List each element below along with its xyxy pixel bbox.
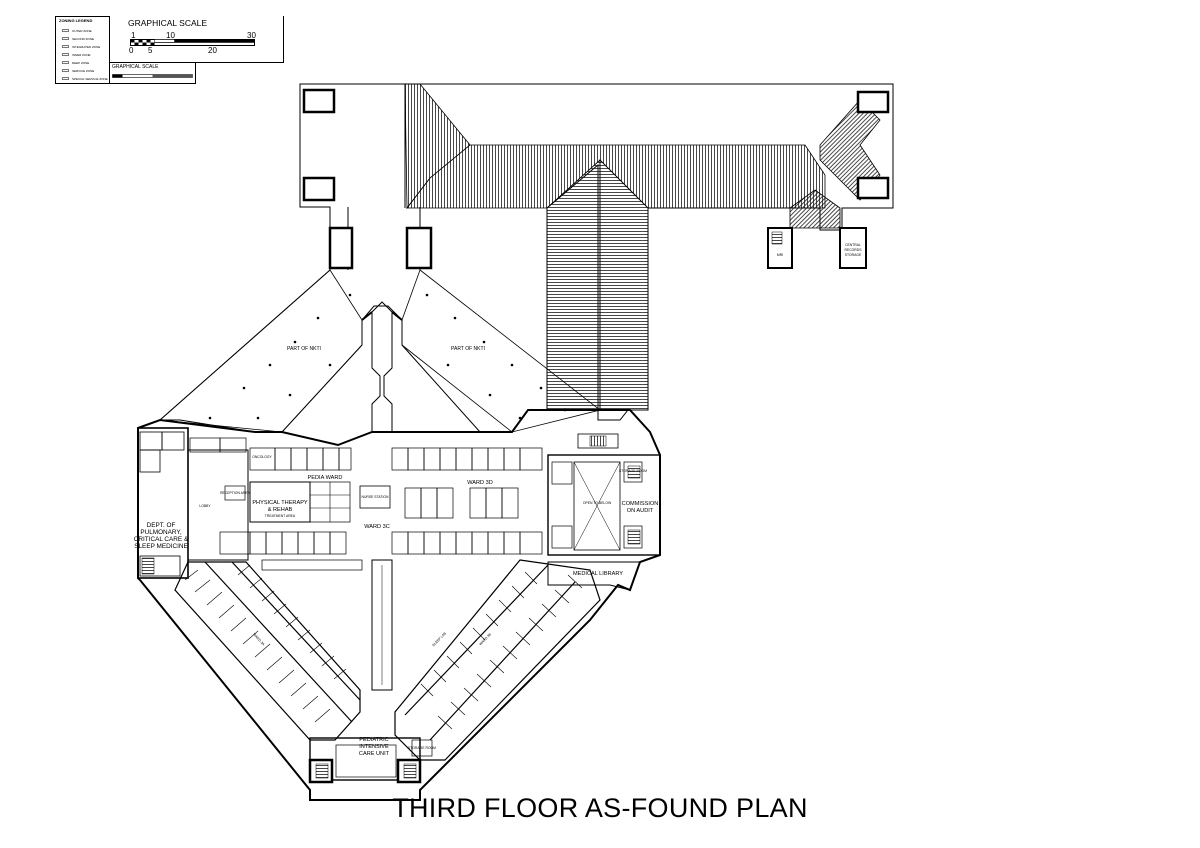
legend-item: INNER ZONE [72,53,91,57]
room-label: INTENSIVE [359,744,389,750]
legend-swatch [62,69,69,72]
room-label: CENTRAL [845,243,861,247]
zoning-legend: ZONING LEGEND OUTER ZONE SECOND ZONE INT… [55,16,110,84]
legend-item: OUTER ZONE [72,29,92,33]
scale-tick-label: 0 [129,46,134,55]
left-wing [137,427,189,579]
room-label-ward: WARD 3B [479,632,493,646]
room-label: RECORDS [845,248,863,252]
room-label: RECEPTION AREA [220,491,251,495]
legend-swatch [62,53,69,56]
roof-slope [406,144,826,209]
roof-columns [302,88,890,270]
lower-left-rooms [184,564,347,723]
room-row-middle-right [404,487,519,519]
room-label: STORAGE [845,253,862,257]
lobby-area [187,449,249,561]
room-label: SLEEP MEDICINE [134,543,188,550]
legend-item: SPECIAL SERVICE ZONE [72,77,108,81]
roof-slope [789,189,841,229]
room-label: CRITICAL CARE & [134,536,189,543]
room-label-ward: WARD 3C [364,524,390,530]
legend-swatch [62,45,69,48]
scale-title: GRAPHICAL SCALE [128,18,208,28]
central-corridor [371,301,393,433]
secondary-scale-title: GRAPHICAL SCALE [112,64,159,70]
room-label: SLEEP LAB [432,631,448,647]
room-label-nkti: PART OF NKTI [287,346,321,352]
room-label-ward: WARD 3D [467,480,493,486]
room-row-top-right [391,447,543,471]
scale-tick-label: 5 [148,46,153,55]
open-to-below [573,461,621,551]
legend-item: SECOND ZONE [72,37,95,41]
lower-right-wing [394,559,601,761]
right-wing [547,454,661,556]
room-label: CARE UNIT [359,751,390,757]
lower-right-rooms [420,571,583,730]
building-outline [137,409,661,801]
legend-swatch [62,37,69,40]
legend-swatch [62,77,69,80]
lower-left-wing [174,561,361,741]
room-label: STORAGE ROOM [408,746,436,750]
room-row-bottom-left [219,531,347,555]
room-label: NURSE STATION [362,495,390,499]
page-title: THIRD FLOOR AS-FOUND PLAN [392,793,808,823]
room-label-ward: PEDIA WARD [308,475,343,481]
room-row-bottom-center [391,531,543,555]
stairwells [141,231,783,779]
legend-swatch [62,61,69,64]
legend-item: DEEP ZONE [72,61,90,65]
scale-tick-label: 10 [166,31,175,40]
room-label: TREATMENT AREA [265,514,296,518]
legend-swatch [62,29,69,32]
legend-title: ZONING LEGEND [59,18,93,23]
room-label: & REHAB [268,507,293,513]
scale-tick-label: 20 [208,46,217,55]
room-label: LOBBY [199,504,211,508]
scale-bar [130,39,255,46]
scale-tick-label: 30 [247,31,256,40]
room-label: MRI [777,253,783,257]
room-label: ONCOLOGY [252,455,272,459]
room-label: DEPT. OF [147,522,176,529]
room-label: PULMONARY, [140,529,182,536]
room-label: ON AUDIT [627,508,654,514]
central-lower-corridor [371,559,393,691]
secondary-scale-bar [112,74,193,78]
room-label: PEDIATRIC [359,737,388,743]
legend-item: INTEGRATED ZONE [72,45,101,49]
scale-tick-label: 1 [131,31,136,40]
nkti-area [159,269,601,433]
graphical-scale: GRAPHICAL SCALE 1 10 30 0 5 20 [110,16,284,63]
room-label-ward: WARD 3A [252,632,266,647]
room-label: COMMISSION [622,501,659,507]
legend-item: SERVICE ZONE [72,69,95,73]
roof-slope [599,159,649,411]
medical-library-room [547,561,641,591]
nurse-station [359,485,391,509]
room-label: OPEN TO BELOW [583,501,612,505]
room-label-nkti: PART OF NKTI [451,346,485,352]
room-label: MEDICAL LIBRARY [573,571,623,577]
room-row-top-left [189,437,352,471]
secondary-scale: GRAPHICAL SCALE [110,63,196,84]
room-label: PHYSICAL THERAPY [252,500,308,506]
